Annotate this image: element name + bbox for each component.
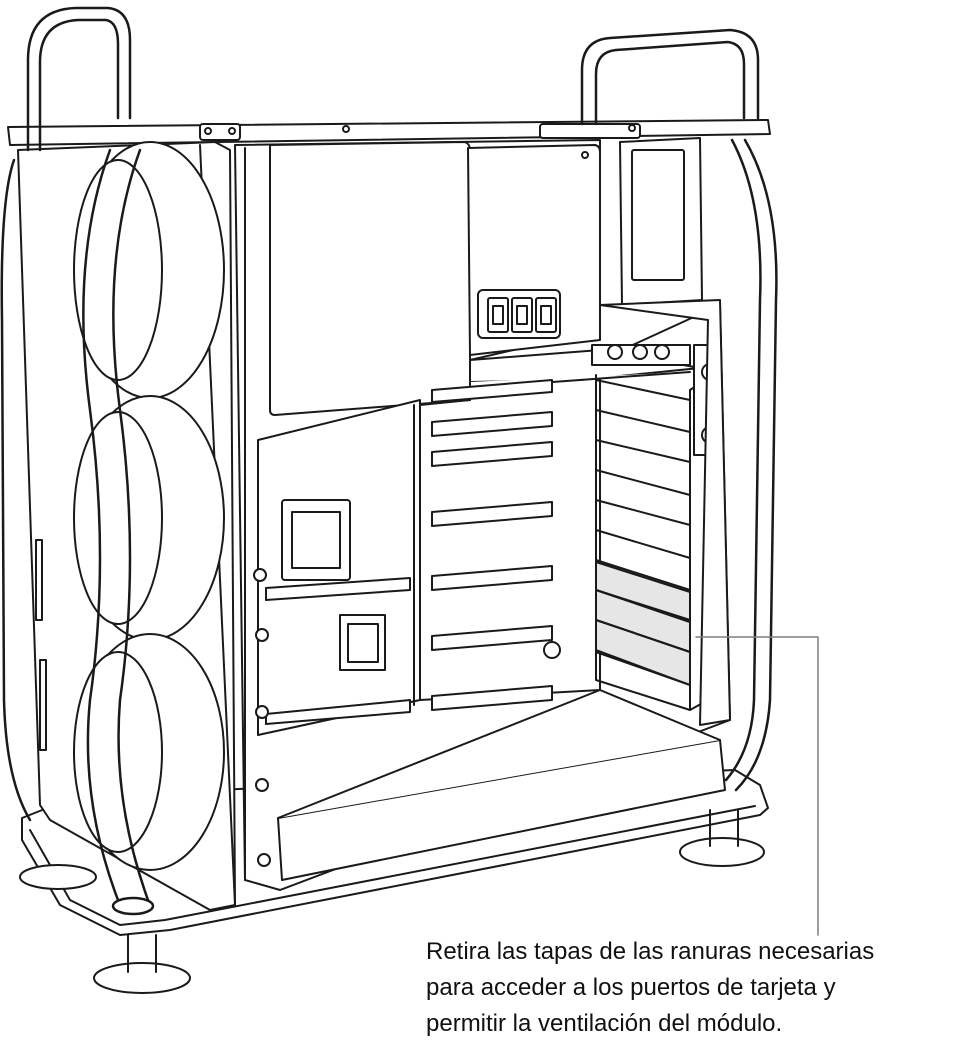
memory-slot-upper [265,577,411,601]
lower-chamber [277,689,726,881]
feet [19,809,765,994]
callout-line-2: para acceder a los puertos de tarjeta y [426,974,836,1001]
foot-right [679,837,765,867]
callout-text: Retira las tapas de las ranuras necesari… [426,934,966,1042]
left-handle-frame [0,6,155,916]
pcie-slots [413,379,561,711]
callout-line-1: Retira las tapas de las ranuras necesari… [426,938,875,965]
fan-module [17,141,236,911]
right-panel [599,299,731,726]
right-handle-frame [580,28,778,792]
top-frame-bar [7,119,771,146]
callout-line-3: permitir la ventilación del módulo. [426,1010,783,1037]
top-left-module [269,141,471,416]
io-plate [467,144,601,356]
top-right-bracket [619,137,703,306]
foot-back-left [19,864,97,890]
memory-slot-lower [265,699,411,725]
callout-leader [695,636,819,936]
slot-covers [591,344,719,711]
logic-board-left [253,399,421,867]
foot-front-left [93,962,191,994]
